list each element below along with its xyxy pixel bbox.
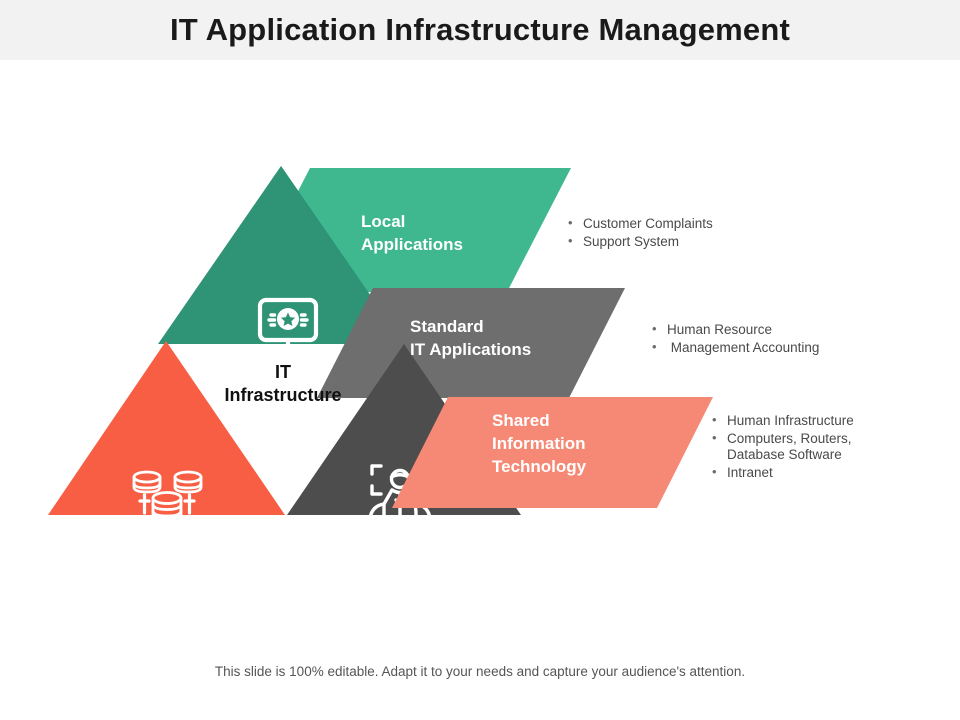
footer-note: This slide is 100% editable. Adapt it to… [214, 664, 746, 679]
banner-label-local-applications-line1: Local [361, 212, 405, 231]
segment-local-applications[interactable]: Local Applications [158, 166, 571, 361]
bullet-list-standard-it-applications: Human Resource Management Accounting [652, 321, 902, 357]
center-label-line1: IT [275, 362, 291, 382]
list-item: Management Accounting [652, 339, 902, 357]
list-item: Computers, Routers, Database Software [712, 430, 922, 464]
list-item: Customer Complaints [568, 215, 818, 233]
pyramid-diagram: Local Applications [0, 60, 960, 660]
header-band [0, 0, 960, 60]
list-item: Human Resource [652, 321, 902, 339]
list-item: Intranet [712, 464, 922, 482]
monitor-star-icon [257, 297, 319, 361]
banner-label-shared-information-technology-line1: Shared [492, 411, 550, 430]
banner-label-local-applications-line2: Applications [361, 235, 463, 254]
segment-shared-information-technology[interactable]: Shared Information Technology [48, 341, 713, 542]
triangle-shared-information-technology [48, 341, 285, 515]
database-cluster-icon [132, 470, 203, 542]
banner-label-shared-information-technology-line2: Information [492, 434, 586, 453]
banner-label-shared-information-technology-line3: Technology [492, 457, 587, 476]
banner-shared-information-technology [392, 397, 713, 508]
center-label-group: IT Infrastructure [224, 362, 341, 405]
banner-label-standard-it-applications-line1: Standard [410, 317, 484, 336]
page-title: IT Application Infrastructure Management [169, 12, 791, 47]
list-item: Support System [568, 233, 818, 251]
bullet-list-shared-information-technology: Human Infrastructure Computers, Routers,… [712, 412, 922, 482]
bullet-list-local-applications: Customer Complaints Support System [568, 215, 818, 251]
list-item: Human Infrastructure [712, 412, 922, 430]
banner-label-standard-it-applications-line2: IT Applications [410, 340, 531, 359]
center-label-line2: Infrastructure [224, 385, 341, 405]
